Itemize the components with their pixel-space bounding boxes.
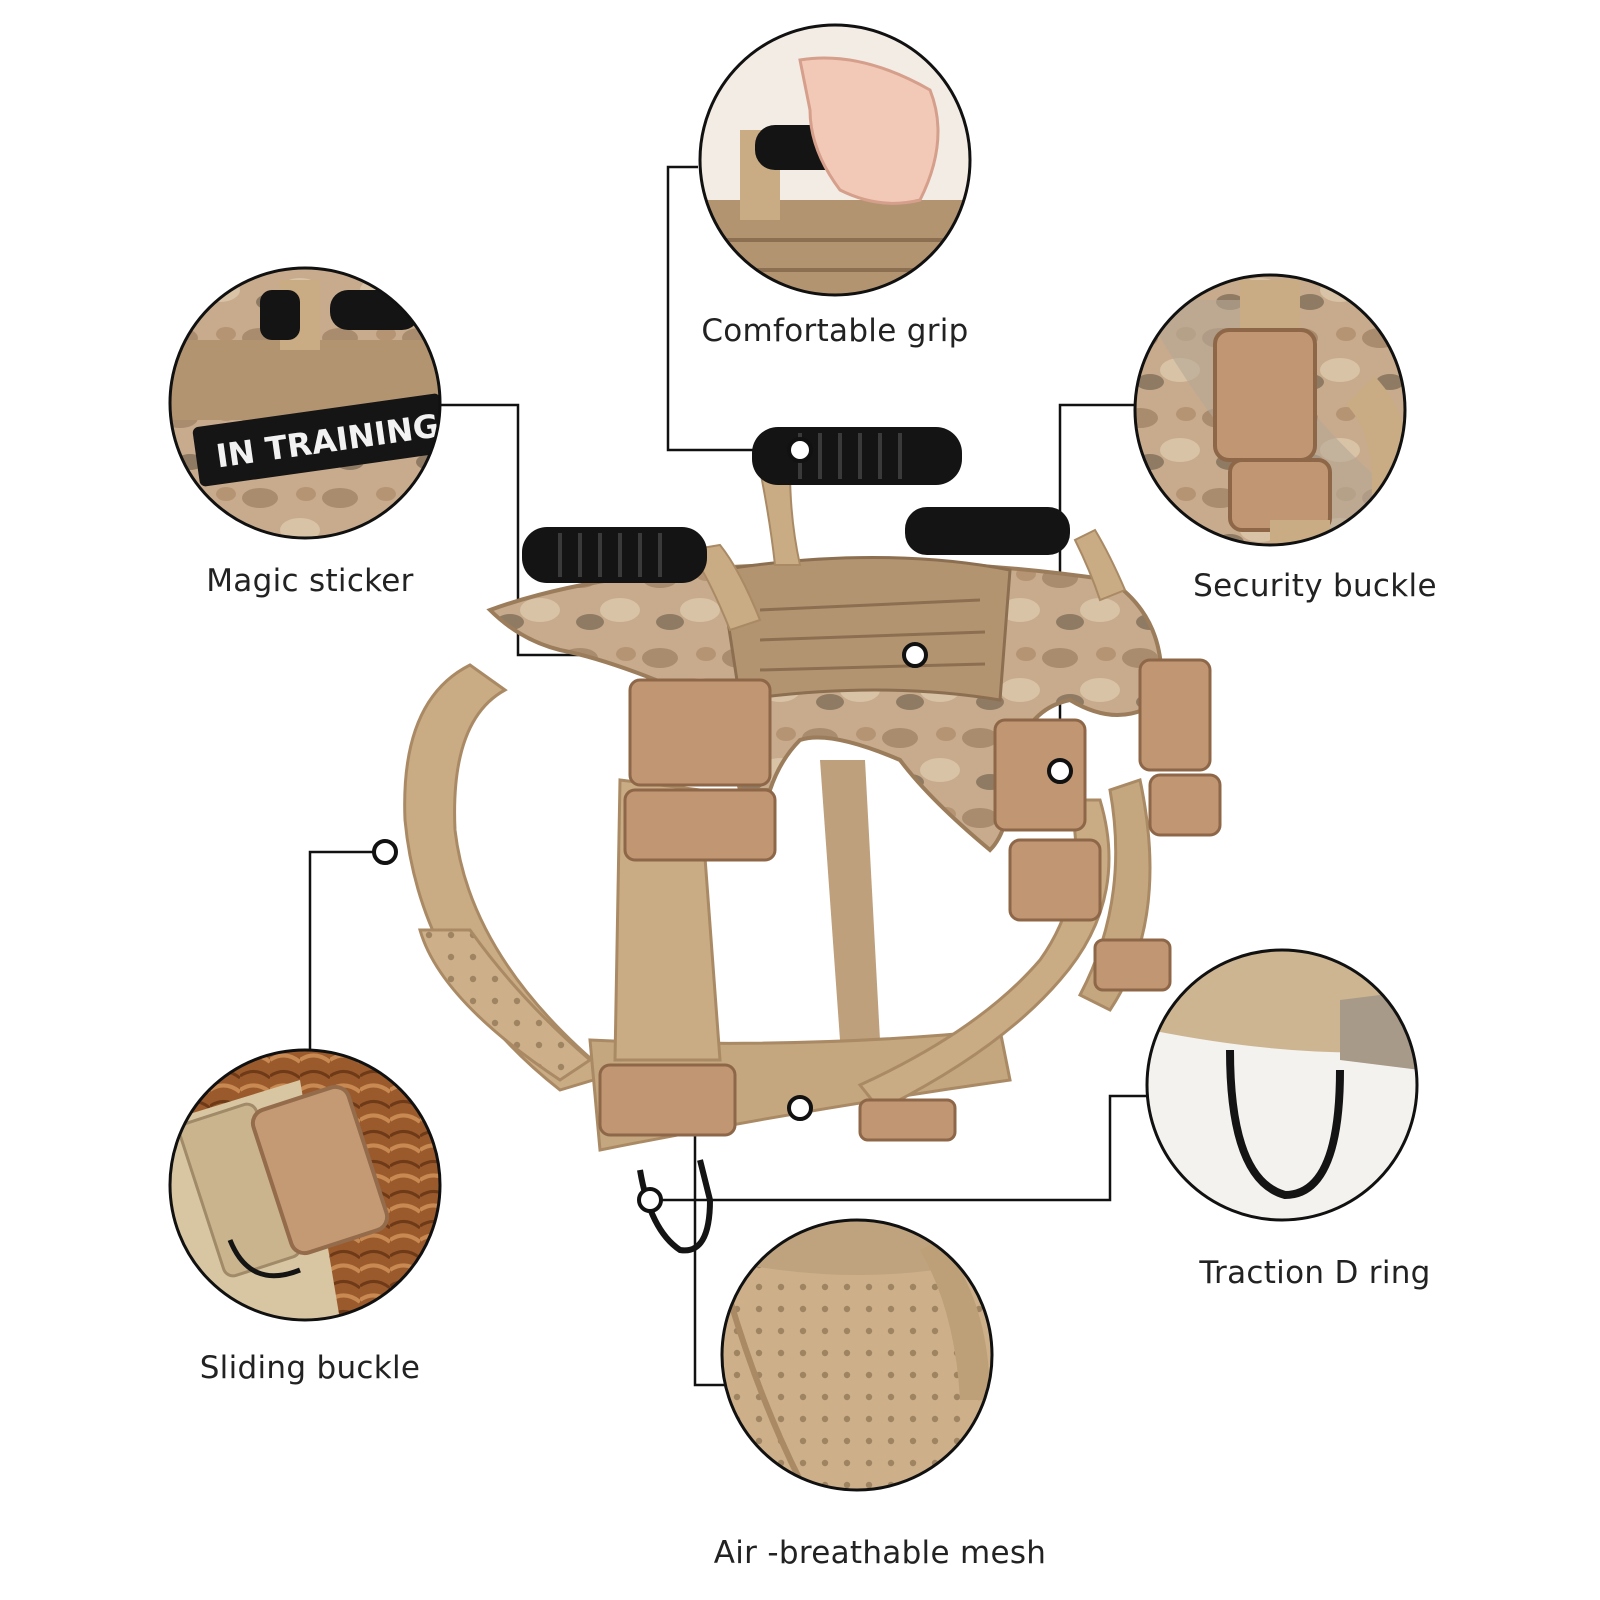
dring-callout-dot: [637, 1187, 663, 1213]
security-buckle-label: Security buckle: [1193, 568, 1437, 604]
mesh-callout-dot: [787, 1095, 813, 1121]
air-breathable-mesh-label: Air -breathable mesh: [713, 1535, 1047, 1571]
security-buckle-detail: [1133, 273, 1407, 547]
grip-callout-dot: [787, 437, 813, 463]
magic-callout-dot: [902, 642, 928, 668]
comfortable-grip-detail: [698, 23, 972, 297]
magic-sticker-detail: IN TRAINING: [168, 266, 442, 540]
buckle-icon: [598, 658, 1222, 1142]
callout-dots: [372, 437, 1073, 1213]
comfortable-grip-label: Comfortable grip: [701, 313, 969, 349]
dring-leader-line: [650, 1094, 1147, 1202]
grip-leader-line: [666, 165, 788, 452]
harness-main-image: [403, 427, 1222, 1254]
slide-leader-line: [308, 850, 385, 1050]
sliding-buckle-label: Sliding buckle: [199, 1350, 421, 1386]
secure-callout-dot: [1047, 758, 1073, 784]
magic-sticker-label: Magic sticker: [206, 563, 414, 599]
d-ring-icon: [1226, 1049, 1344, 1200]
air-mesh-detail: [720, 1218, 994, 1492]
slide-callout-dot: [372, 839, 398, 865]
traction-d-ring-label: Traction D ring: [1199, 1255, 1431, 1291]
traction-d-ring-detail: [1145, 948, 1419, 1222]
sliding-buckle-detail: [168, 1048, 442, 1322]
